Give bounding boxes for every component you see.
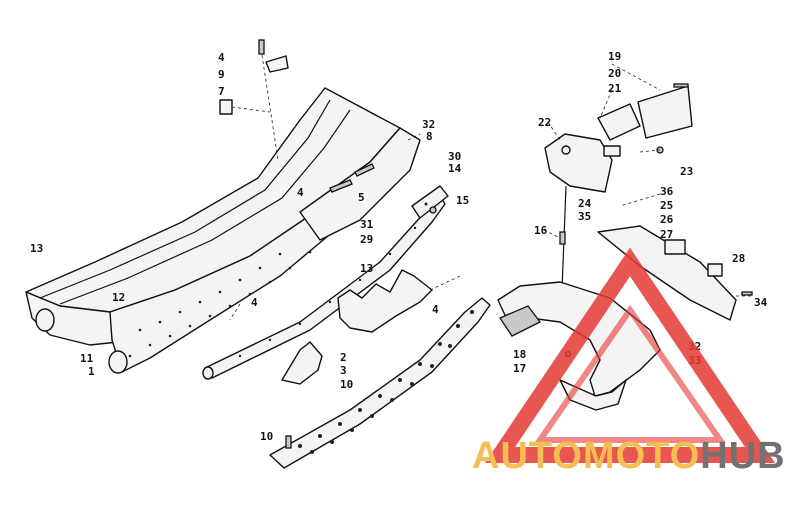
bracket-hole [424, 202, 428, 206]
gusset-bracket [281, 341, 323, 385]
callout: 5 [358, 191, 365, 204]
fasteners [258, 39, 753, 449]
screw-34 [741, 291, 753, 296]
callout: 20 [608, 67, 621, 80]
callout: 4 [251, 296, 258, 309]
tunnel-slot-2 [354, 163, 375, 177]
callout: 14 [448, 162, 462, 175]
callout: 22 [538, 116, 551, 129]
callout: 16 [534, 224, 548, 237]
screw-10 [285, 435, 292, 449]
rail-body [204, 195, 446, 379]
tunnel-slot-1 [329, 179, 353, 193]
running-board-rail [202, 195, 446, 380]
callout: 15 [456, 194, 469, 207]
taillight-bulb-socket [603, 145, 621, 157]
callout: 25 [660, 199, 673, 212]
callout: 9 [218, 68, 225, 81]
upper-clip-bracket [265, 55, 289, 73]
footrest-plate [269, 297, 491, 469]
callout: 26 [660, 213, 674, 226]
callout: 32 [422, 118, 435, 131]
watermark-triangle-outer [484, 247, 776, 463]
tunnel-assembly [25, 87, 421, 374]
callout: 23 [680, 165, 693, 178]
callout: 4 [432, 303, 439, 316]
callout: 35 [578, 210, 591, 223]
rear-opening-left [35, 308, 55, 332]
leader-lines [229, 54, 752, 321]
flap-decal [664, 239, 686, 255]
taillight-cover [637, 85, 693, 139]
callout: 2 [340, 351, 347, 364]
callout: 11 [80, 352, 94, 365]
callout: 13 [360, 262, 373, 275]
callout: 24 [578, 197, 592, 210]
rear-opening-right [108, 350, 128, 374]
callout: 31 [360, 218, 374, 231]
bumper-step [499, 305, 541, 337]
tunnel-rivets [128, 250, 312, 358]
decal-tag-6 [219, 99, 233, 115]
wave-bracket [337, 269, 433, 333]
callout-labels: 4 9 7 32 8 30 14 4 5 15 31 29 13 13 12 4… [30, 50, 768, 443]
taillight-assembly [544, 85, 693, 291]
callout: 8 [426, 130, 433, 143]
rail-holes [238, 226, 417, 358]
rail-end-cap [202, 366, 214, 380]
footrest-plate-holes [298, 310, 474, 454]
callout: 34 [754, 296, 768, 309]
callout: 12 [112, 291, 125, 304]
screw-upper [258, 39, 265, 55]
callout: 10 [340, 378, 353, 391]
callout: 1 [88, 365, 95, 378]
screw-16 [559, 231, 566, 245]
tunnel-left-wall [25, 291, 119, 346]
callout: 10 [260, 430, 273, 443]
tunnel-rib-2 [59, 109, 351, 305]
side-bracket-plate [411, 185, 449, 219]
callout: 4 [218, 51, 225, 64]
callout: 18 [513, 348, 526, 361]
screw-19 [673, 83, 689, 88]
snow-flap [597, 225, 737, 321]
callout: 3 [340, 364, 347, 377]
callout: 13 [30, 242, 43, 255]
callout: 21 [608, 82, 622, 95]
watermark-triangle-inner [534, 304, 726, 443]
housing-grommet [561, 145, 571, 155]
callout: 4 [297, 186, 304, 199]
taillight-lens [597, 103, 641, 141]
nut-15 [429, 206, 437, 214]
callout: 30 [448, 150, 461, 163]
callout: 29 [360, 233, 373, 246]
callout: 17 [513, 362, 526, 375]
callout: 27 [660, 228, 673, 241]
flap-reflector [707, 263, 723, 277]
tunnel-rib [39, 99, 331, 299]
watermark-word: AUTOMOTOHUB [472, 435, 786, 477]
tunnel-front-section [299, 127, 421, 241]
footrest-plate-body [269, 297, 491, 469]
callout: 7 [218, 85, 225, 98]
watermark-logo: AUTOMOTOHUB [472, 247, 786, 477]
callout: 28 [732, 252, 745, 265]
callout: 36 [660, 185, 674, 198]
taillight-housing [544, 133, 613, 193]
callout: 19 [608, 50, 621, 63]
